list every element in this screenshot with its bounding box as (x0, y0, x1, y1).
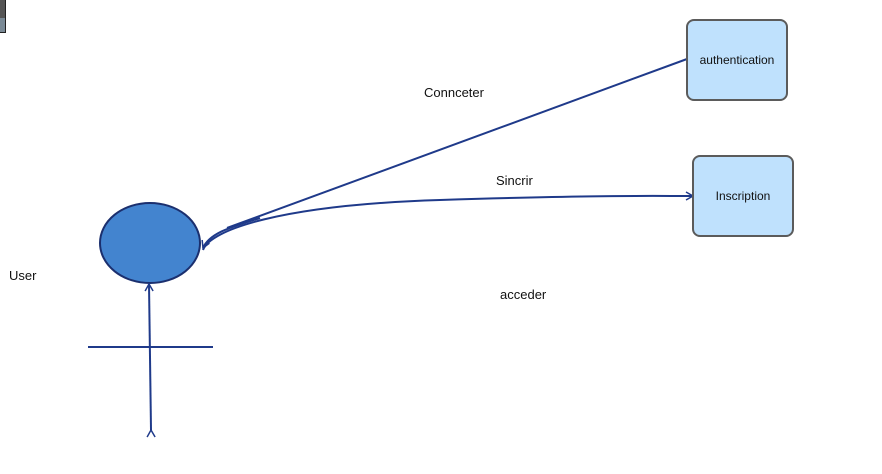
edge-sincrir[interactable] (202, 191, 695, 251)
node-authentication-label: authentication (699, 53, 775, 67)
edge-label-connecter: Connceter (424, 85, 484, 100)
edge-label-acceder: acceder (500, 287, 547, 302)
actor-label: User (9, 268, 37, 283)
actor-head[interactable] (99, 202, 201, 284)
node-inscription-label: Inscription (715, 189, 771, 203)
corner-thumbnail (0, 0, 6, 33)
actor-body-connector[interactable] (144, 282, 156, 438)
node-inscription[interactable]: Inscription (692, 155, 794, 237)
edge-return-arrow[interactable] (201, 217, 261, 250)
node-authentication[interactable]: authentication (686, 19, 788, 101)
edge-connecter[interactable] (226, 58, 688, 229)
edge-label-sincrir: Sincrir (496, 173, 533, 188)
